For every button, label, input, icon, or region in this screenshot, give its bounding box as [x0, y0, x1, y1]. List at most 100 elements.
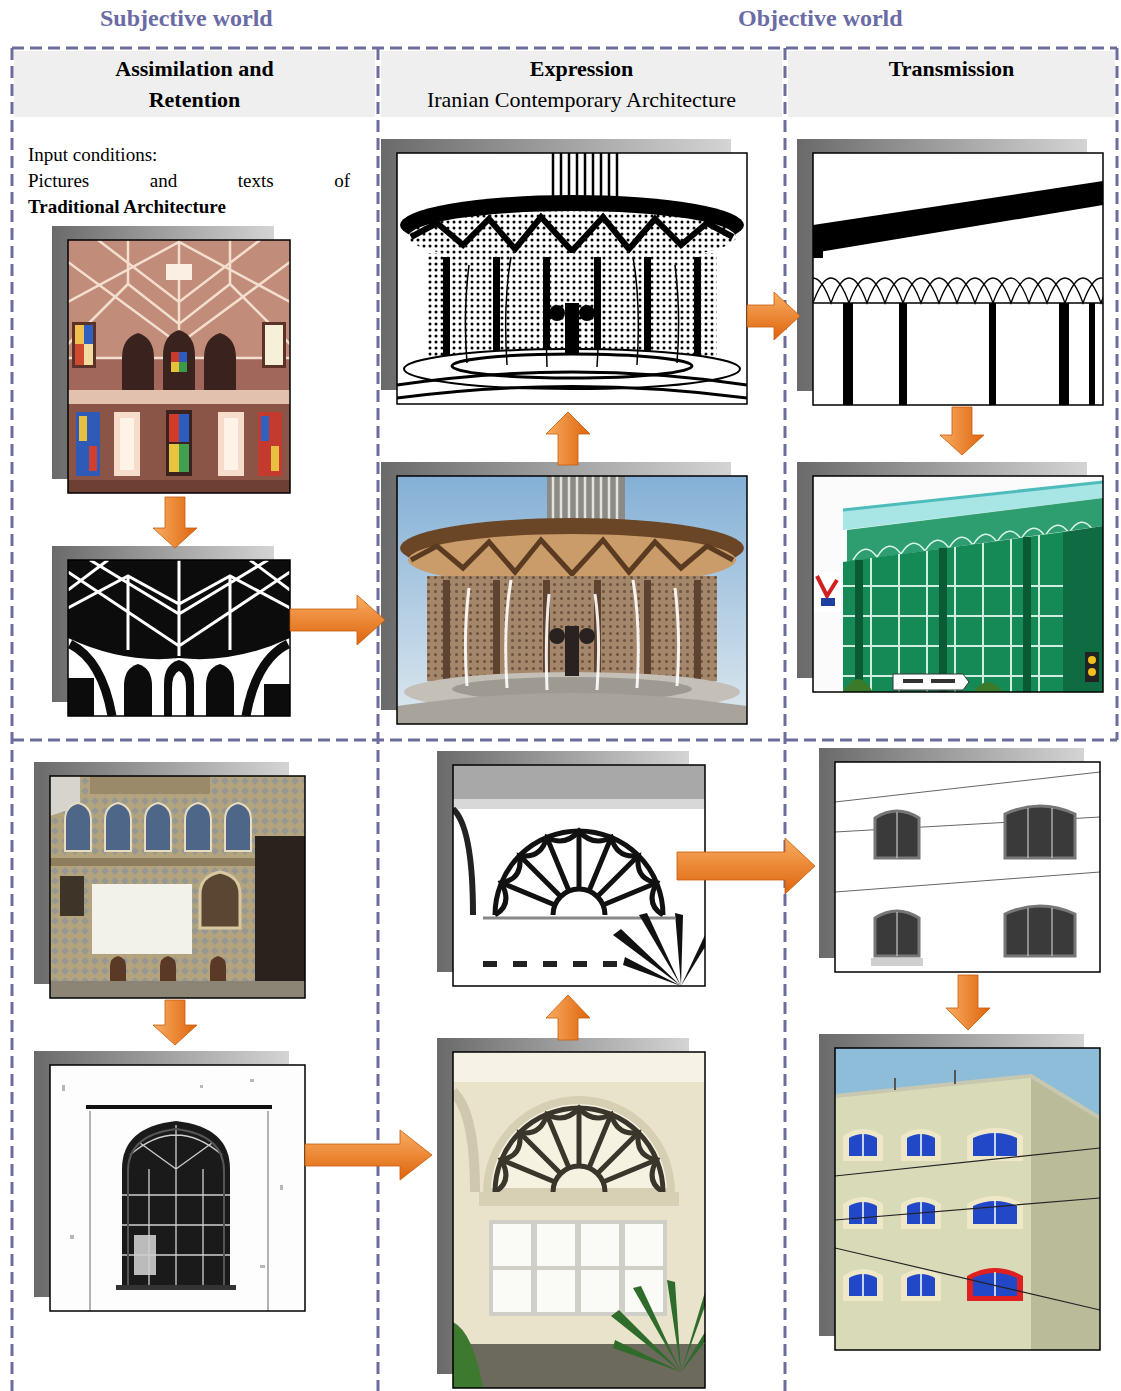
photo-arch — [681, 1292, 705, 1372]
photo-building-green — [821, 598, 835, 606]
photo-window-bw — [34, 1051, 305, 1311]
photo-theater — [397, 693, 747, 724]
photo-arch — [453, 1052, 705, 1082]
photo-arch — [581, 1224, 619, 1266]
photo-theater — [579, 628, 595, 644]
photo-arch-bw — [483, 961, 497, 967]
photo-building-bw — [843, 303, 853, 405]
photo-interior — [261, 416, 269, 441]
photo-building-blue — [1031, 1076, 1100, 1350]
photo-windows-bw — [835, 762, 1100, 972]
photo-arch-bw — [495, 831, 663, 915]
photo-palace — [65, 803, 91, 851]
photo-arch-bw — [495, 831, 663, 915]
photo-arch — [581, 1270, 619, 1312]
dashed-frame — [12, 48, 1117, 1391]
photo-interior — [171, 362, 179, 372]
input-note: Input conditions: — [28, 143, 157, 167]
photo-window-bw — [62, 1085, 65, 1091]
photo-vault-bw — [172, 671, 186, 716]
photo-arch — [489, 1220, 667, 1316]
photo-building-blue — [863, 1132, 995, 1296]
photo-interior — [166, 410, 192, 476]
photo-interior — [79, 416, 87, 441]
photo-arch — [437, 1038, 705, 1388]
photo-building-blue — [835, 1048, 1100, 1350]
photo-building-green — [843, 535, 1063, 692]
photo-theater — [397, 476, 747, 724]
column-header: ExpressionIranian Contemporary Architect… — [381, 51, 782, 117]
photo-interior — [122, 333, 154, 390]
photo-building-bw — [1059, 303, 1069, 405]
photo-vault-bw — [68, 560, 290, 656]
photo-theater — [493, 580, 500, 688]
flow-arrow — [153, 1000, 197, 1045]
photo-theater — [411, 540, 733, 574]
flow-arrow — [546, 412, 590, 465]
photo-windows-bw — [819, 748, 1100, 972]
photo-theater — [465, 580, 678, 690]
photo-vault-bw — [52, 546, 290, 716]
photo-theater-bw — [465, 257, 678, 367]
column-header: Transmission — [788, 51, 1115, 117]
photo-interior — [76, 412, 100, 476]
photo-palace — [34, 762, 305, 998]
region-title: Subjective world — [100, 6, 273, 30]
photo-theater-bw — [397, 153, 747, 404]
photo-arch-bw — [573, 961, 587, 967]
photo-arch-bw — [513, 961, 527, 967]
header-title: Assimilation and Retention — [80, 53, 310, 115]
photo-arch — [453, 1052, 705, 1388]
photo-interior — [169, 444, 179, 472]
photo-interior — [163, 330, 195, 390]
photo-vault-bw — [172, 671, 186, 716]
photo-interior — [75, 344, 84, 365]
photo-building-blue — [835, 1048, 1100, 1350]
photo-theater-bw — [404, 349, 740, 389]
photo-theater-bw — [694, 257, 701, 361]
photo-theater — [644, 580, 651, 688]
photo-theater-bw — [443, 257, 450, 361]
photo-palace — [92, 884, 192, 954]
photo-building-blue — [895, 1070, 955, 1090]
photo-vault-bw — [124, 660, 234, 716]
photo-windows-bw — [875, 806, 1075, 956]
photo-building-green — [1023, 537, 1031, 692]
flow-arrow — [153, 292, 990, 1180]
photo-arch — [453, 1092, 475, 1192]
photo-arch — [495, 1108, 663, 1192]
photo-window-bw — [280, 1185, 283, 1190]
photo-arch — [453, 1052, 705, 1388]
photo-theater — [694, 580, 701, 684]
dashed-frame — [11, 48, 14, 1391]
photo-palace — [50, 776, 305, 998]
photo-palace — [60, 876, 84, 916]
header-title: Transmission — [794, 53, 1109, 84]
photo-building-green — [931, 679, 955, 683]
photo-arch — [453, 1052, 705, 1388]
photo-theater-bw — [493, 257, 500, 365]
photo-theater-bw — [397, 153, 747, 404]
photo-building-bw — [813, 278, 1121, 303]
photo-building-green — [813, 476, 1103, 692]
photo-building-green — [1088, 656, 1096, 664]
photo-window-bw — [116, 1285, 236, 1290]
photo-theater — [549, 628, 565, 644]
dashed-frame — [12, 47, 1117, 50]
photo-building-green — [813, 476, 1103, 692]
photo-interior — [258, 412, 282, 476]
photo-windows-bw — [897, 808, 1052, 956]
photo-palace — [185, 803, 211, 851]
photo-interior — [68, 240, 290, 493]
photo-theater-bw — [579, 305, 595, 321]
photo-arch — [611, 1280, 705, 1372]
dashed-frame — [784, 48, 787, 1391]
photo-theater — [427, 576, 717, 694]
photo-window-bw — [122, 1125, 230, 1285]
photo-vault-bw — [164, 660, 194, 716]
photo-arch-bw — [453, 765, 705, 986]
photo-arch — [453, 1322, 483, 1388]
photo-arch-bw — [453, 809, 473, 915]
photo-vault-bw — [206, 664, 234, 716]
photo-palace — [200, 872, 240, 928]
